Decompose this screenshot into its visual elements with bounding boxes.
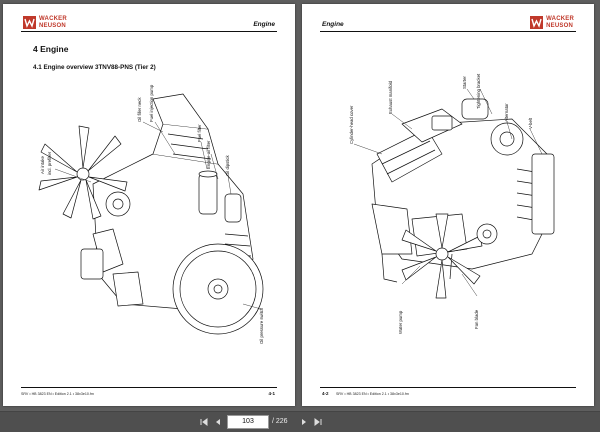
footer-divider	[320, 387, 576, 388]
callout-tightening-bracket: Tightening bracket	[476, 73, 481, 109]
page-number: 4-1	[268, 391, 275, 396]
callout-cylinder-head-cover: Cylinder-head cover	[349, 105, 354, 144]
callout-water-pump: Water pump	[398, 310, 403, 334]
logo-mark-icon	[23, 16, 36, 29]
pdf-viewer-toolbar: 103 / 226	[0, 411, 600, 432]
header-title: Engine	[322, 21, 344, 28]
last-page-icon[interactable]	[313, 417, 323, 427]
first-page-icon[interactable]	[199, 417, 209, 427]
logo-word-2: NEUSON	[39, 22, 66, 29]
header-divider	[21, 31, 277, 32]
total-pages-label: / 226	[272, 418, 288, 425]
next-page-icon[interactable]	[299, 417, 309, 427]
callout-air-intake: Air intake	[40, 156, 45, 174]
callout-oil-dipstick: Oil dipstick	[225, 155, 230, 176]
engine-illustration-rear	[353, 88, 555, 299]
callout-fuel-injection-pump: Fuel injection pump	[149, 84, 154, 122]
previous-page-icon[interactable]	[213, 417, 223, 427]
callout-starter: Starter	[462, 76, 467, 89]
callout-fuel-filter: Fuel filter	[197, 124, 202, 142]
document-page-left: WACKER NEUSON Engine 4 Engine 4.1 Engine…	[3, 4, 295, 406]
callout-v-belt: V-belt	[528, 118, 533, 129]
section-heading: 4.1 Engine overview 3TNV88-PNS (Tier 2)	[33, 64, 156, 71]
callout-engine-oil-filter: Engine-oil filter	[206, 140, 211, 169]
chapter-heading: 4 Engine	[33, 44, 69, 54]
logo-mark-icon	[530, 16, 544, 29]
page-number: 4-2	[322, 391, 329, 396]
callout-oil-pressure-switch: Oil pressure switch	[259, 307, 264, 344]
footer-divider	[21, 387, 277, 388]
callout-exhaust-manifold: Exhaust manifold	[388, 81, 393, 114]
logo-word-1: WACKER	[546, 16, 574, 22]
callout-fan-blade: Fan blade	[474, 309, 479, 329]
logo-word-1: WACKER	[39, 16, 67, 22]
wacker-neuson-logo: WACKER NEUSON	[23, 16, 67, 29]
engine-illustration-front	[38, 93, 264, 335]
callout-alternator: Alternator	[504, 103, 509, 122]
page-number-input[interactable]: 103	[227, 415, 269, 429]
callout-oil-filler-neck: Oil filler neck	[137, 97, 142, 122]
document-page-right: Engine WACKER NEUSON	[302, 4, 594, 406]
header-title: Engine	[253, 21, 275, 28]
callout-prefilter: incl. prefilter	[47, 151, 52, 175]
wacker-neuson-logo: WACKER NEUSON	[530, 16, 574, 29]
footer-reference: SRV • HB 3823 EN • Edition 2.1 • 38x3e10…	[21, 392, 94, 396]
header-divider	[320, 31, 576, 32]
logo-word-2: NEUSON	[546, 22, 573, 29]
footer-reference: SRV • HB 3823 EN • Edition 2.1 • 38x3e10…	[336, 392, 409, 396]
